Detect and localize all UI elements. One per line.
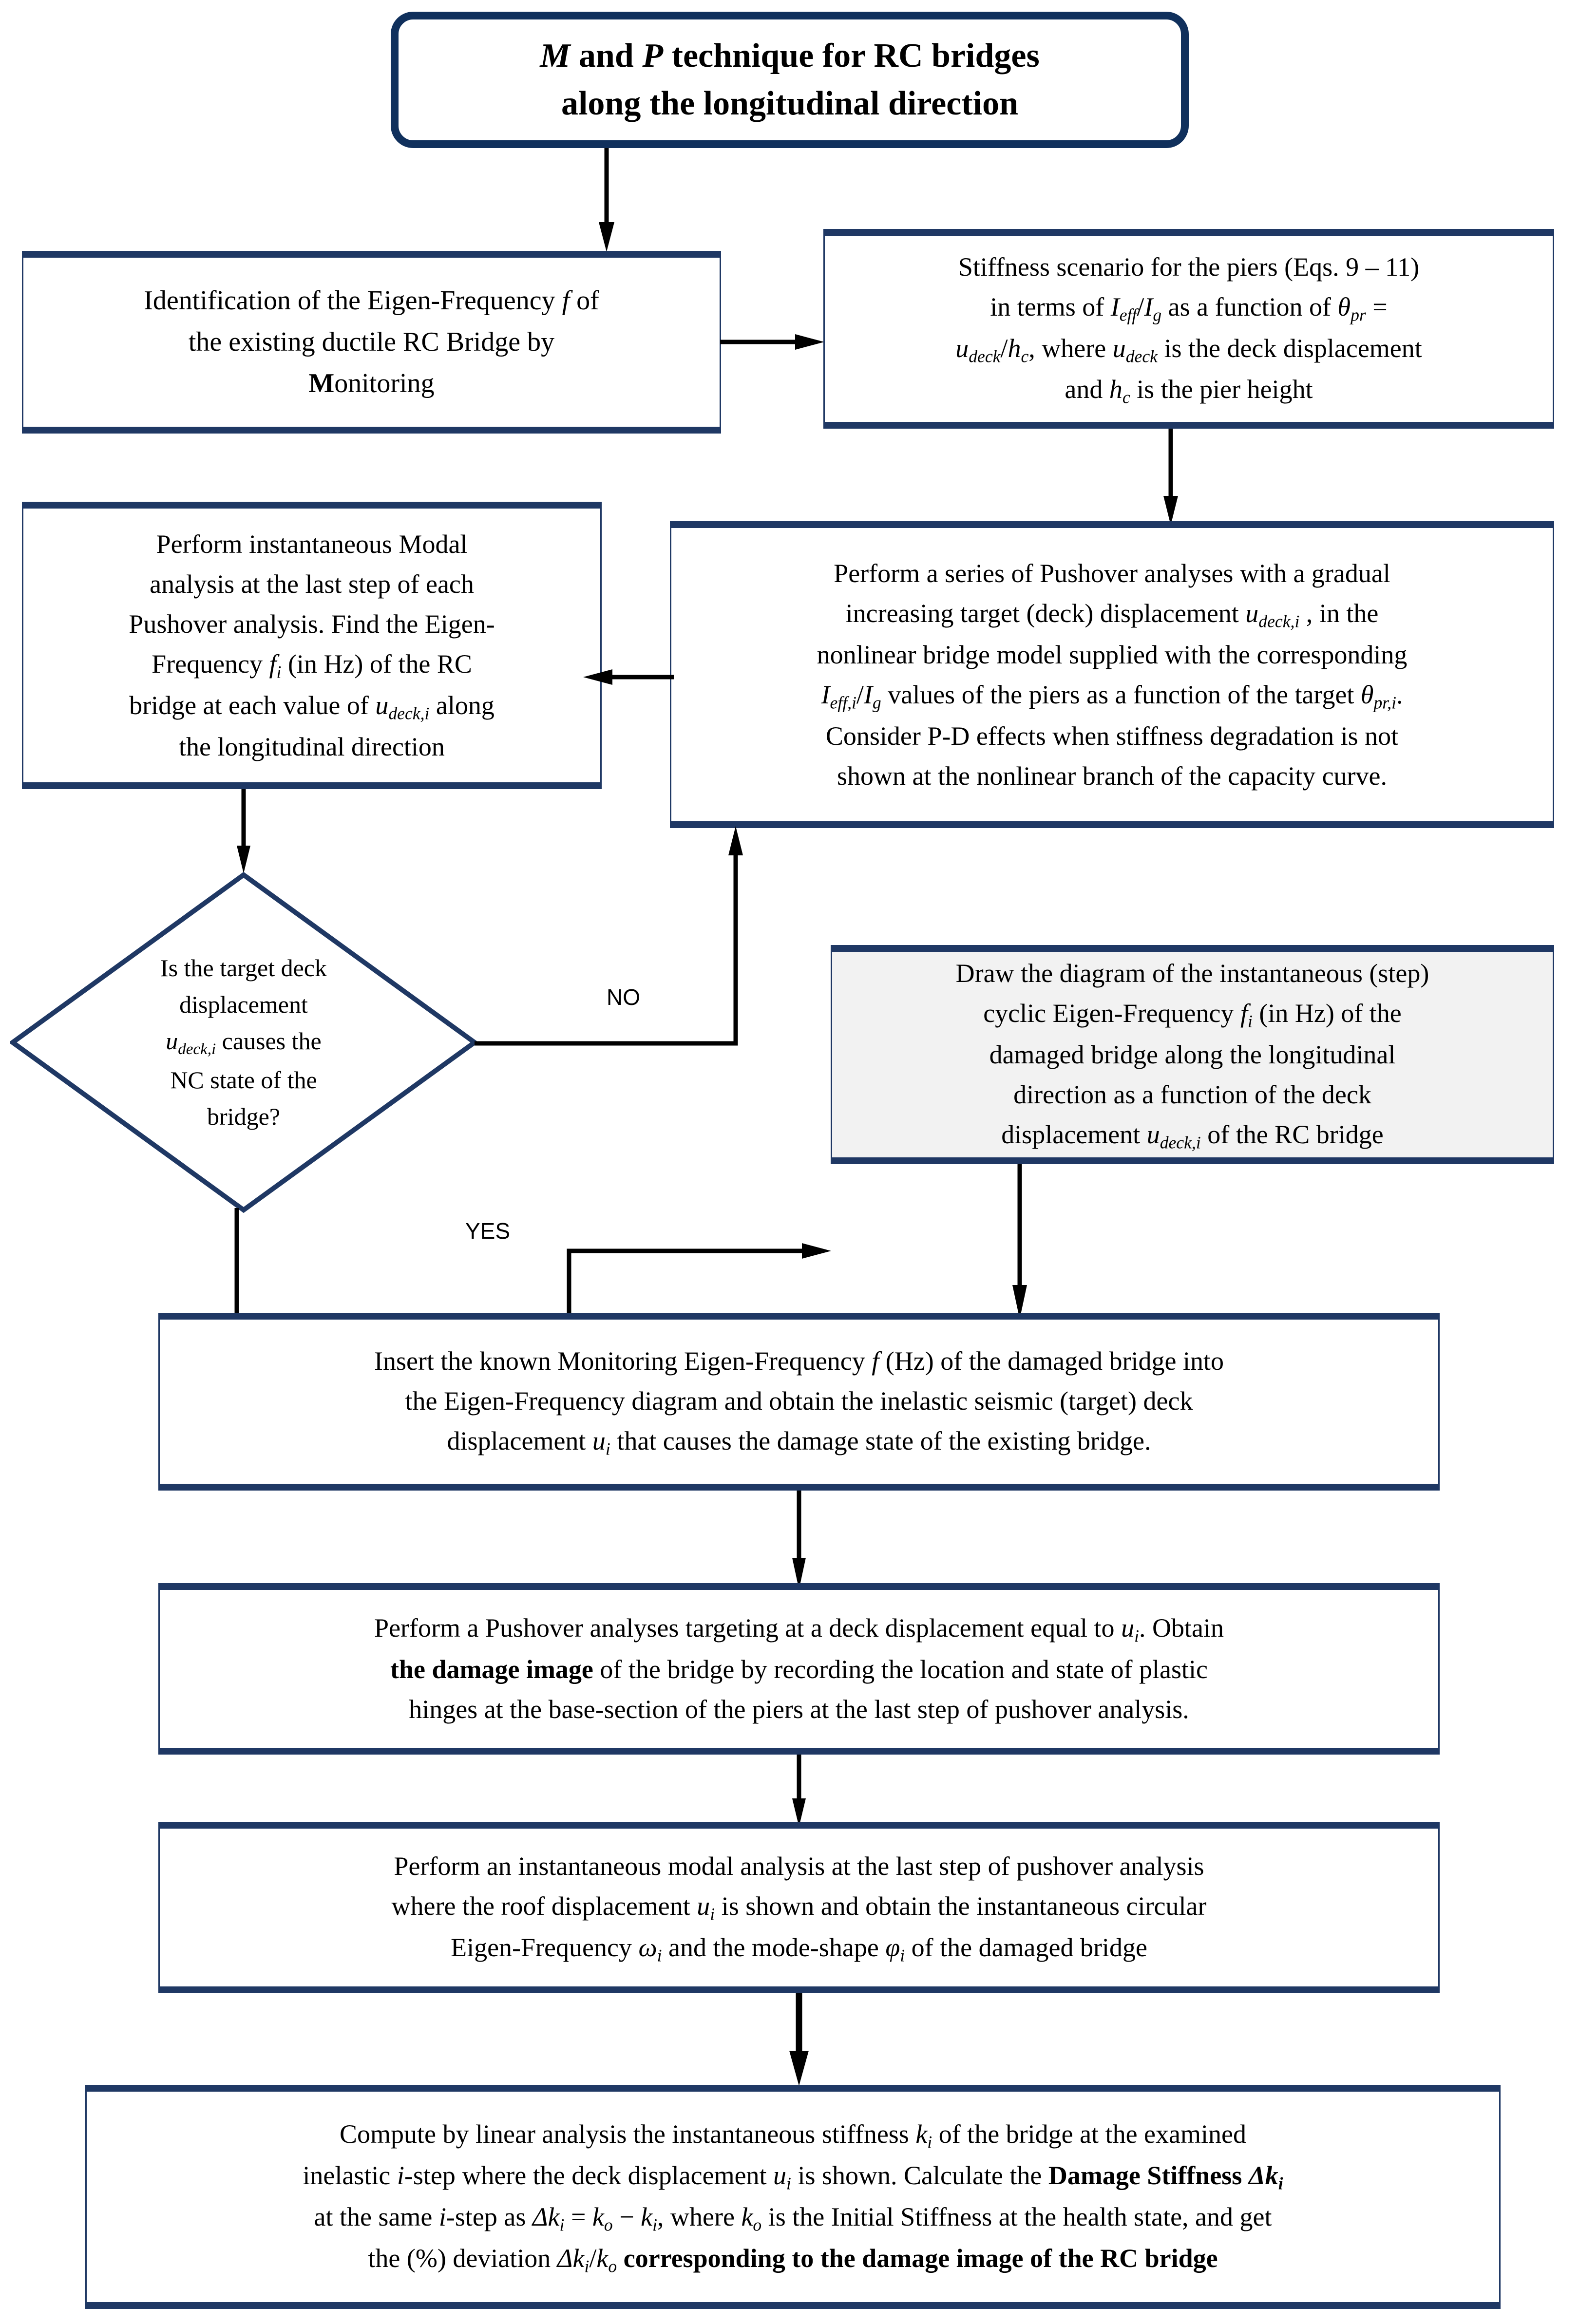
node-instant-modal: Perform an instantaneous modal analysis … <box>158 1822 1440 1993</box>
node-identification-text: Identification of the Eigen-Frequency f … <box>144 285 599 399</box>
connector-insert-to-pushover-target <box>789 1491 809 1590</box>
connector-stiffness-to-pushover <box>1161 429 1180 526</box>
connector-pushover-target-to-instant-modal <box>789 1755 809 1828</box>
node-draw-diagram-text: Draw the diagram of the instantaneous (s… <box>955 959 1429 1153</box>
node-stiffness-scenario-text: Stiffness scenario for the piers (Eqs. 9… <box>955 252 1422 408</box>
connector-draw-to-insert <box>1010 1164 1029 1320</box>
edge-label-yes: YES <box>465 1218 511 1244</box>
title-text: M and P technique for RC bridges along t… <box>540 37 1040 122</box>
node-pushover-series: Perform a series of Pushover analyses wi… <box>670 521 1554 828</box>
node-decision-text: Is the target deck displacement udeck,i … <box>160 954 327 1130</box>
node-identification: Identification of the Eigen-Frequency f … <box>22 251 721 434</box>
connector-no-branch <box>472 823 744 1052</box>
connector-instant-modal-to-compute <box>784 1993 814 2087</box>
node-modal-analysis-text: Perform instantaneous Modal analysis at … <box>129 529 495 761</box>
node-pushover-series-text: Perform a series of Pushover analyses wi… <box>817 558 1408 791</box>
node-stiffness-scenario: Stiffness scenario for the piers (Eqs. 9… <box>823 229 1554 429</box>
node-modal-analysis: Perform instantaneous Modal analysis at … <box>22 502 602 789</box>
connector-identification-to-stiffness <box>720 332 825 352</box>
connector-title-to-identification <box>597 148 616 253</box>
edge-label-no: NO <box>607 984 640 1010</box>
node-pushover-target-text: Perform a Pushover analyses targeting at… <box>374 1613 1224 1724</box>
node-draw-diagram: Draw the diagram of the instantaneous (s… <box>831 945 1554 1164</box>
node-compute-stiffness-text: Compute by linear analysis the instantan… <box>303 2119 1283 2276</box>
node-instant-modal-text: Perform an instantaneous modal analysis … <box>391 1852 1207 1965</box>
node-insert-monitoring: Insert the known Monitoring Eigen-Freque… <box>158 1313 1440 1491</box>
node-insert-monitoring-text: Insert the known Monitoring Eigen-Freque… <box>374 1346 1224 1459</box>
node-compute-stiffness: Compute by linear analysis the instantan… <box>85 2085 1501 2309</box>
title-box: M and P technique for RC bridges along t… <box>391 12 1189 148</box>
node-decision: Is the target deck displacement udeck,i … <box>10 872 477 1213</box>
connector-modal-to-decision <box>234 789 253 874</box>
node-pushover-target: Perform a Pushover analyses targeting at… <box>158 1583 1440 1755</box>
connector-pushover-to-modal <box>582 667 675 687</box>
